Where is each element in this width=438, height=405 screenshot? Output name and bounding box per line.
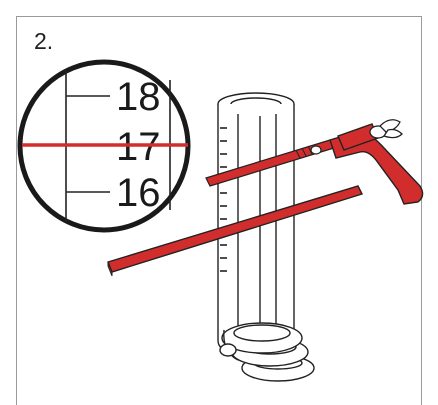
scale-reading-18: 18 [116,75,161,119]
scale-reading-16: 16 [116,171,161,215]
scale-reading-17: 17 [116,125,161,169]
step-number: 2. [34,28,54,54]
magnifier-detail: 18 17 16 [17,59,191,233]
illustration-frame [16,16,422,405]
base-foot [219,322,315,382]
sliding-arm [107,185,363,277]
clamp-assembly [205,119,424,205]
